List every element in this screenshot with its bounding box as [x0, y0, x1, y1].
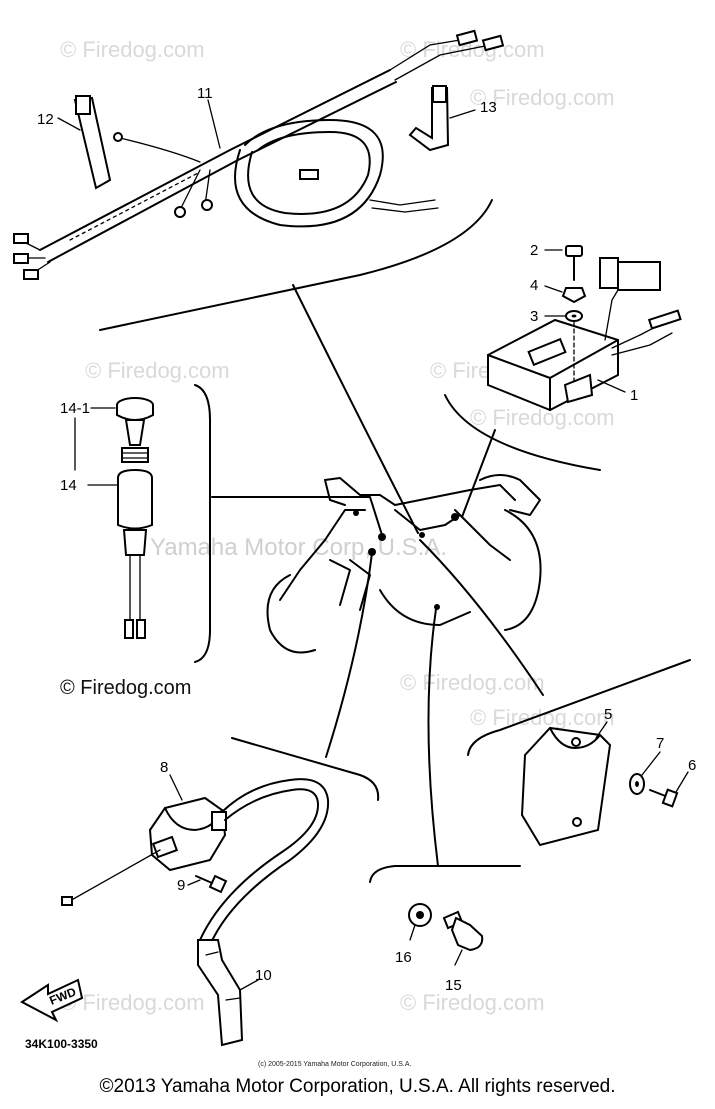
- group-bracket-regulator: [467, 659, 691, 756]
- callout-12: 12: [37, 111, 54, 128]
- spark-plug-cap-10: [197, 939, 244, 1047]
- watermark-firedog: © Firedog.com: [470, 405, 615, 430]
- footer-copyright: ©2013 Yamaha Motor Corporation, U.S.A. A…: [99, 1076, 616, 1097]
- watermark-center: Yamaha Motor Corp, U.S.A.: [150, 534, 447, 561]
- watermark-firedog: © Firedog.com: [400, 670, 545, 695]
- callout-1: 1: [630, 387, 638, 404]
- callout-7: 7: [656, 735, 664, 752]
- group-bracket-cdi: [444, 394, 601, 471]
- ignition-coil-group: [61, 737, 380, 1047]
- cdi-unit: [487, 318, 619, 412]
- wire-harness: [39, 69, 391, 251]
- callout-10: 10: [255, 967, 272, 984]
- callout-6: 6: [688, 757, 696, 774]
- bolt-2: [565, 245, 583, 257]
- cdi-unit-group: [444, 245, 682, 471]
- plug-group: [369, 865, 521, 966]
- ht-lead: [209, 778, 330, 946]
- harness-band-13: [408, 87, 450, 152]
- callout-4: 4: [530, 277, 538, 294]
- callout-15: 15: [445, 977, 462, 994]
- watermark-firedog: © Firedog.com: [400, 990, 545, 1015]
- group-bracket-coil: [231, 737, 380, 801]
- voltage-regulator-5: [520, 726, 612, 847]
- callout-13: 13: [480, 99, 497, 116]
- callout-14-1: 14-1: [60, 400, 90, 417]
- cdi-connector: [617, 261, 661, 291]
- leader-plug: [427, 608, 439, 867]
- watermark-firedog-dark: © Firedog.com: [60, 677, 191, 699]
- group-bracket-switch: [194, 384, 211, 663]
- callout-14: 14: [60, 477, 77, 494]
- bolt-9: [208, 874, 228, 894]
- watermark-firedog: © Firedog.com: [470, 85, 615, 110]
- regulator-group: [467, 659, 691, 847]
- group-bracket-plug: [369, 865, 521, 883]
- callout-11: 11: [197, 85, 213, 102]
- leader-cdi: [461, 429, 496, 518]
- leader-regulator: [419, 539, 544, 696]
- wire-harness-group: [13, 29, 505, 331]
- leader-harness: [292, 284, 419, 534]
- callout-3: 3: [530, 308, 538, 325]
- callout-9: 9: [177, 877, 185, 894]
- leader-switch: [211, 496, 383, 536]
- watermark-firedog: © Firedog.com: [85, 358, 230, 383]
- callout-2: 2: [530, 242, 538, 259]
- group-bracket-harness: [99, 199, 493, 331]
- small-copyright: (c) 2005-2015 Yamaha Motor Corporation, …: [258, 1061, 411, 1068]
- nut-4: [561, 287, 587, 304]
- watermark-firedog: © Firedog.com: [60, 990, 205, 1015]
- leader-coil: [325, 552, 373, 758]
- main-switch-14: [117, 468, 153, 530]
- watermark-firedog: © Firedog.com: [470, 705, 615, 730]
- callout-8: 8: [160, 759, 168, 776]
- watermark-firedog: © Firedog.com: [60, 37, 205, 62]
- callout-5: 5: [604, 706, 612, 723]
- motorcycle-outline: [266, 474, 542, 654]
- fwd-arrow-icon: FWD: [20, 978, 84, 1023]
- main-switch-group: [74, 384, 211, 663]
- ignition-coil-8: [148, 796, 227, 872]
- diagram-code: 34K100-3350: [25, 1037, 98, 1051]
- callout-16: 16: [395, 949, 412, 966]
